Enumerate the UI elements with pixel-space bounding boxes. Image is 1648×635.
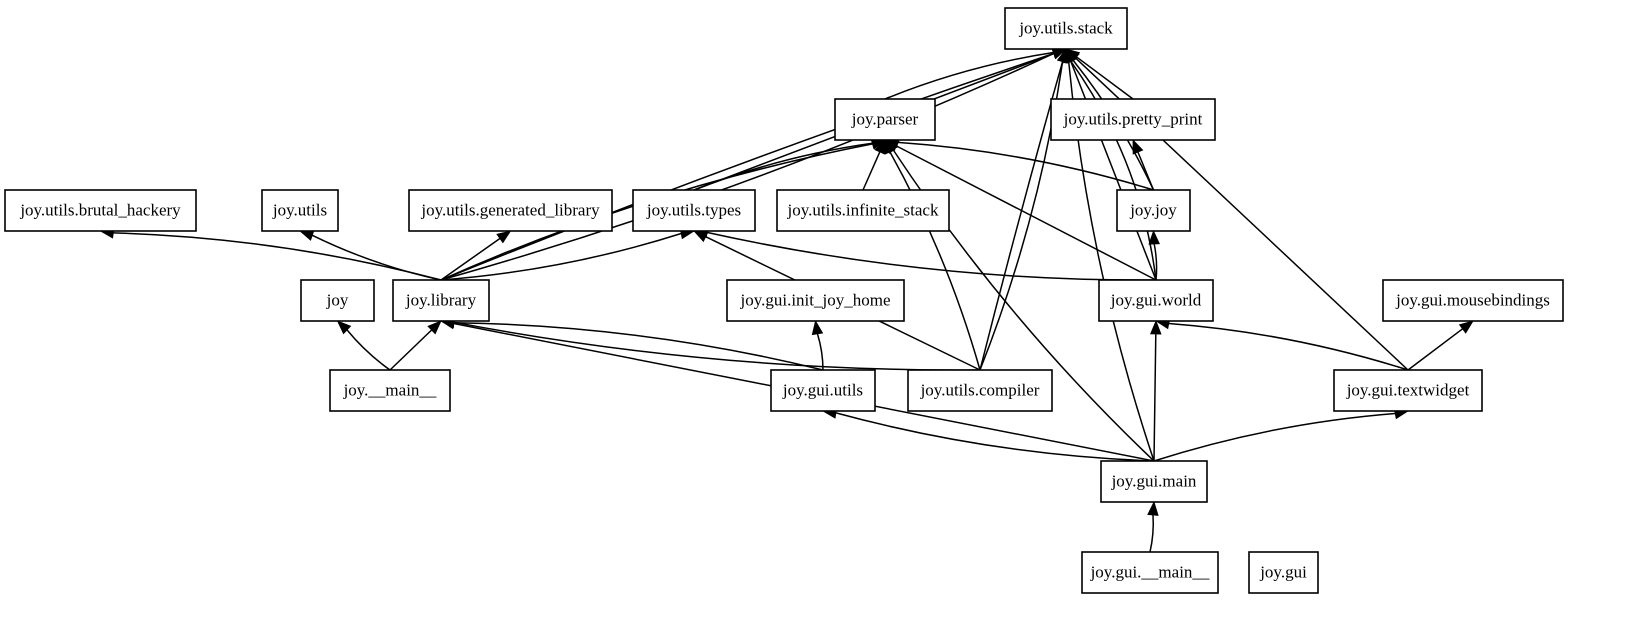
edge-joy-utils-types-to-joy-parser [693,142,873,191]
node-joy-gui-utils[interactable]: joy.gui.utils [770,369,876,412]
edge-joy-gui-utils-to-joy-library [453,321,824,371]
node-joy-utils[interactable]: joy.utils [261,189,339,232]
node-joy-utils-types[interactable]: joy.utils.types [632,189,756,232]
node-box[interactable] [392,279,490,322]
edge-joy-main-to-joy-library [389,329,433,371]
node-box[interactable] [1333,369,1483,412]
arrowhead-icon [693,230,709,243]
node-joy-gui[interactable]: joy.gui [1248,551,1319,594]
edge-joy-gui-textwidget-to-joy-gui-world [1168,322,1409,371]
node-joy-gui-main[interactable]: joy.gui.main [1100,460,1208,503]
edge-joy-gui-textwidget-to-joy-gui-mousebindings [1407,328,1464,371]
node-box[interactable] [907,369,1053,412]
node-joy[interactable]: joy [300,279,375,322]
node-box[interactable] [776,189,950,232]
node-joy-utils-brutal-hackery[interactable]: joy.utils.brutal_hackery [4,189,197,232]
node-box[interactable] [834,98,936,141]
node-box[interactable] [329,369,451,412]
edge-joy-parser-to-joy-utils-stack [884,51,1054,100]
node-joy-main[interactable]: joy.__main__ [329,369,451,412]
node-box[interactable] [1004,7,1128,50]
arrowhead-icon [884,139,899,154]
node-box[interactable] [1100,460,1208,503]
edge-joy-library-to-joy-utils-stack [440,52,1055,281]
node-box[interactable] [1382,279,1564,322]
edge-joy-utils-compiler-to-joy-library [453,321,981,371]
node-box[interactable] [1098,279,1214,322]
edge-joy-joy-to-joy-parser [897,141,1154,191]
node-joy-joy[interactable]: joy.joy [1116,189,1191,232]
edge-joy-gui-world-to-joy-utils-stack [1070,60,1157,281]
node-joy-utils-infinite-stack[interactable]: joy.utils.infinite_stack [776,189,950,232]
node-box[interactable] [1248,551,1319,594]
edge-joy-gui-main-to-joy-gui-main [1149,514,1155,553]
node-joy-gui-mousebindings[interactable]: joy.gui.mousebindings [1382,279,1564,322]
arrowhead-icon [1458,320,1474,334]
edge-joy-gui-world-to-joy-utils-types [706,231,1157,281]
edge-joy-gui-utils-to-joy-gui-init-joy-home [816,333,824,371]
edge-joy-library-to-joy-utils-brutal-hackery [113,232,442,281]
node-box[interactable] [632,189,756,232]
edge-joy-utils-compiler-to-joy-parser [889,151,981,371]
edge-joy-library-to-joy-utils-generated-library [440,237,501,281]
node-joy-utils-generated-library[interactable]: joy.utils.generated_library [408,189,613,232]
node-box[interactable] [1050,98,1216,141]
edge-joy-gui-main-to-joy-gui-world [1153,333,1157,462]
edge-joy-library-to-joy-utils-types [440,232,682,281]
node-box[interactable] [1116,189,1191,232]
node-joy-parser[interactable]: joy.parser [834,98,936,141]
node-joy-gui-world[interactable]: joy.gui.world [1098,279,1214,322]
node-box[interactable] [408,189,613,232]
node-joy-library[interactable]: joy.library [392,279,490,322]
edge-joy-joy-to-joy-utils-pretty-print [1137,151,1155,191]
arrowhead-icon [1148,229,1161,245]
node-joy-utils-pretty-print[interactable]: joy.utils.pretty_print [1050,98,1216,141]
node-joy-gui-textwidget[interactable]: joy.gui.textwidget [1333,369,1483,412]
edge-joy-gui-main-to-joy-gui-utils [835,412,1155,462]
arrowhead-icon [1147,500,1159,516]
node-joy-gui-init-joy-home[interactable]: joy.gui.init_joy_home [726,279,905,322]
arrowhead-icon [1150,319,1162,335]
node-box[interactable] [726,279,905,322]
edge-joy-library-to-joy-utils-stack [440,52,1055,281]
arrowhead-icon [496,230,512,244]
arrowhead-icon [1065,48,1079,64]
edge-joy-gui-world-to-joy-parser [896,145,1157,281]
node-box[interactable] [300,279,375,322]
node-joy-gui-main[interactable]: joy.gui.__main__ [1081,551,1219,594]
arrowhead-icon [811,319,824,336]
edge-joy-gui-main-to-joy-gui-textwidget [1153,412,1396,462]
arrowhead-icon [1132,138,1144,155]
node-box[interactable] [1081,551,1219,594]
node-joy-utils-compiler[interactable]: joy.utils.compiler [907,369,1053,412]
arrowhead-icon [298,229,315,241]
arrowhead-icon [336,320,352,335]
edge-joy-gui-world-to-joy-utils-stack [1070,60,1157,281]
arrowhead-icon [427,320,442,335]
edge-joy-utils-pretty-print-to-joy-utils-stack [1075,56,1134,100]
node-joy-utils-stack[interactable]: joy.utils.stack [1004,7,1128,50]
edge-joy-library-to-joy-utils [311,234,442,281]
nodes-layer: joy.utils.stack joy.parser joy.utils.prett… [4,7,1564,594]
edge-joy-gui-world-to-joy-joy [1153,243,1158,281]
edge-joy-utils-infinite-stack-to-joy-parser [862,151,881,191]
node-box[interactable] [261,189,339,232]
edge-joy-main-to-joy [346,329,391,371]
node-box[interactable] [4,189,197,232]
node-box[interactable] [770,369,876,412]
